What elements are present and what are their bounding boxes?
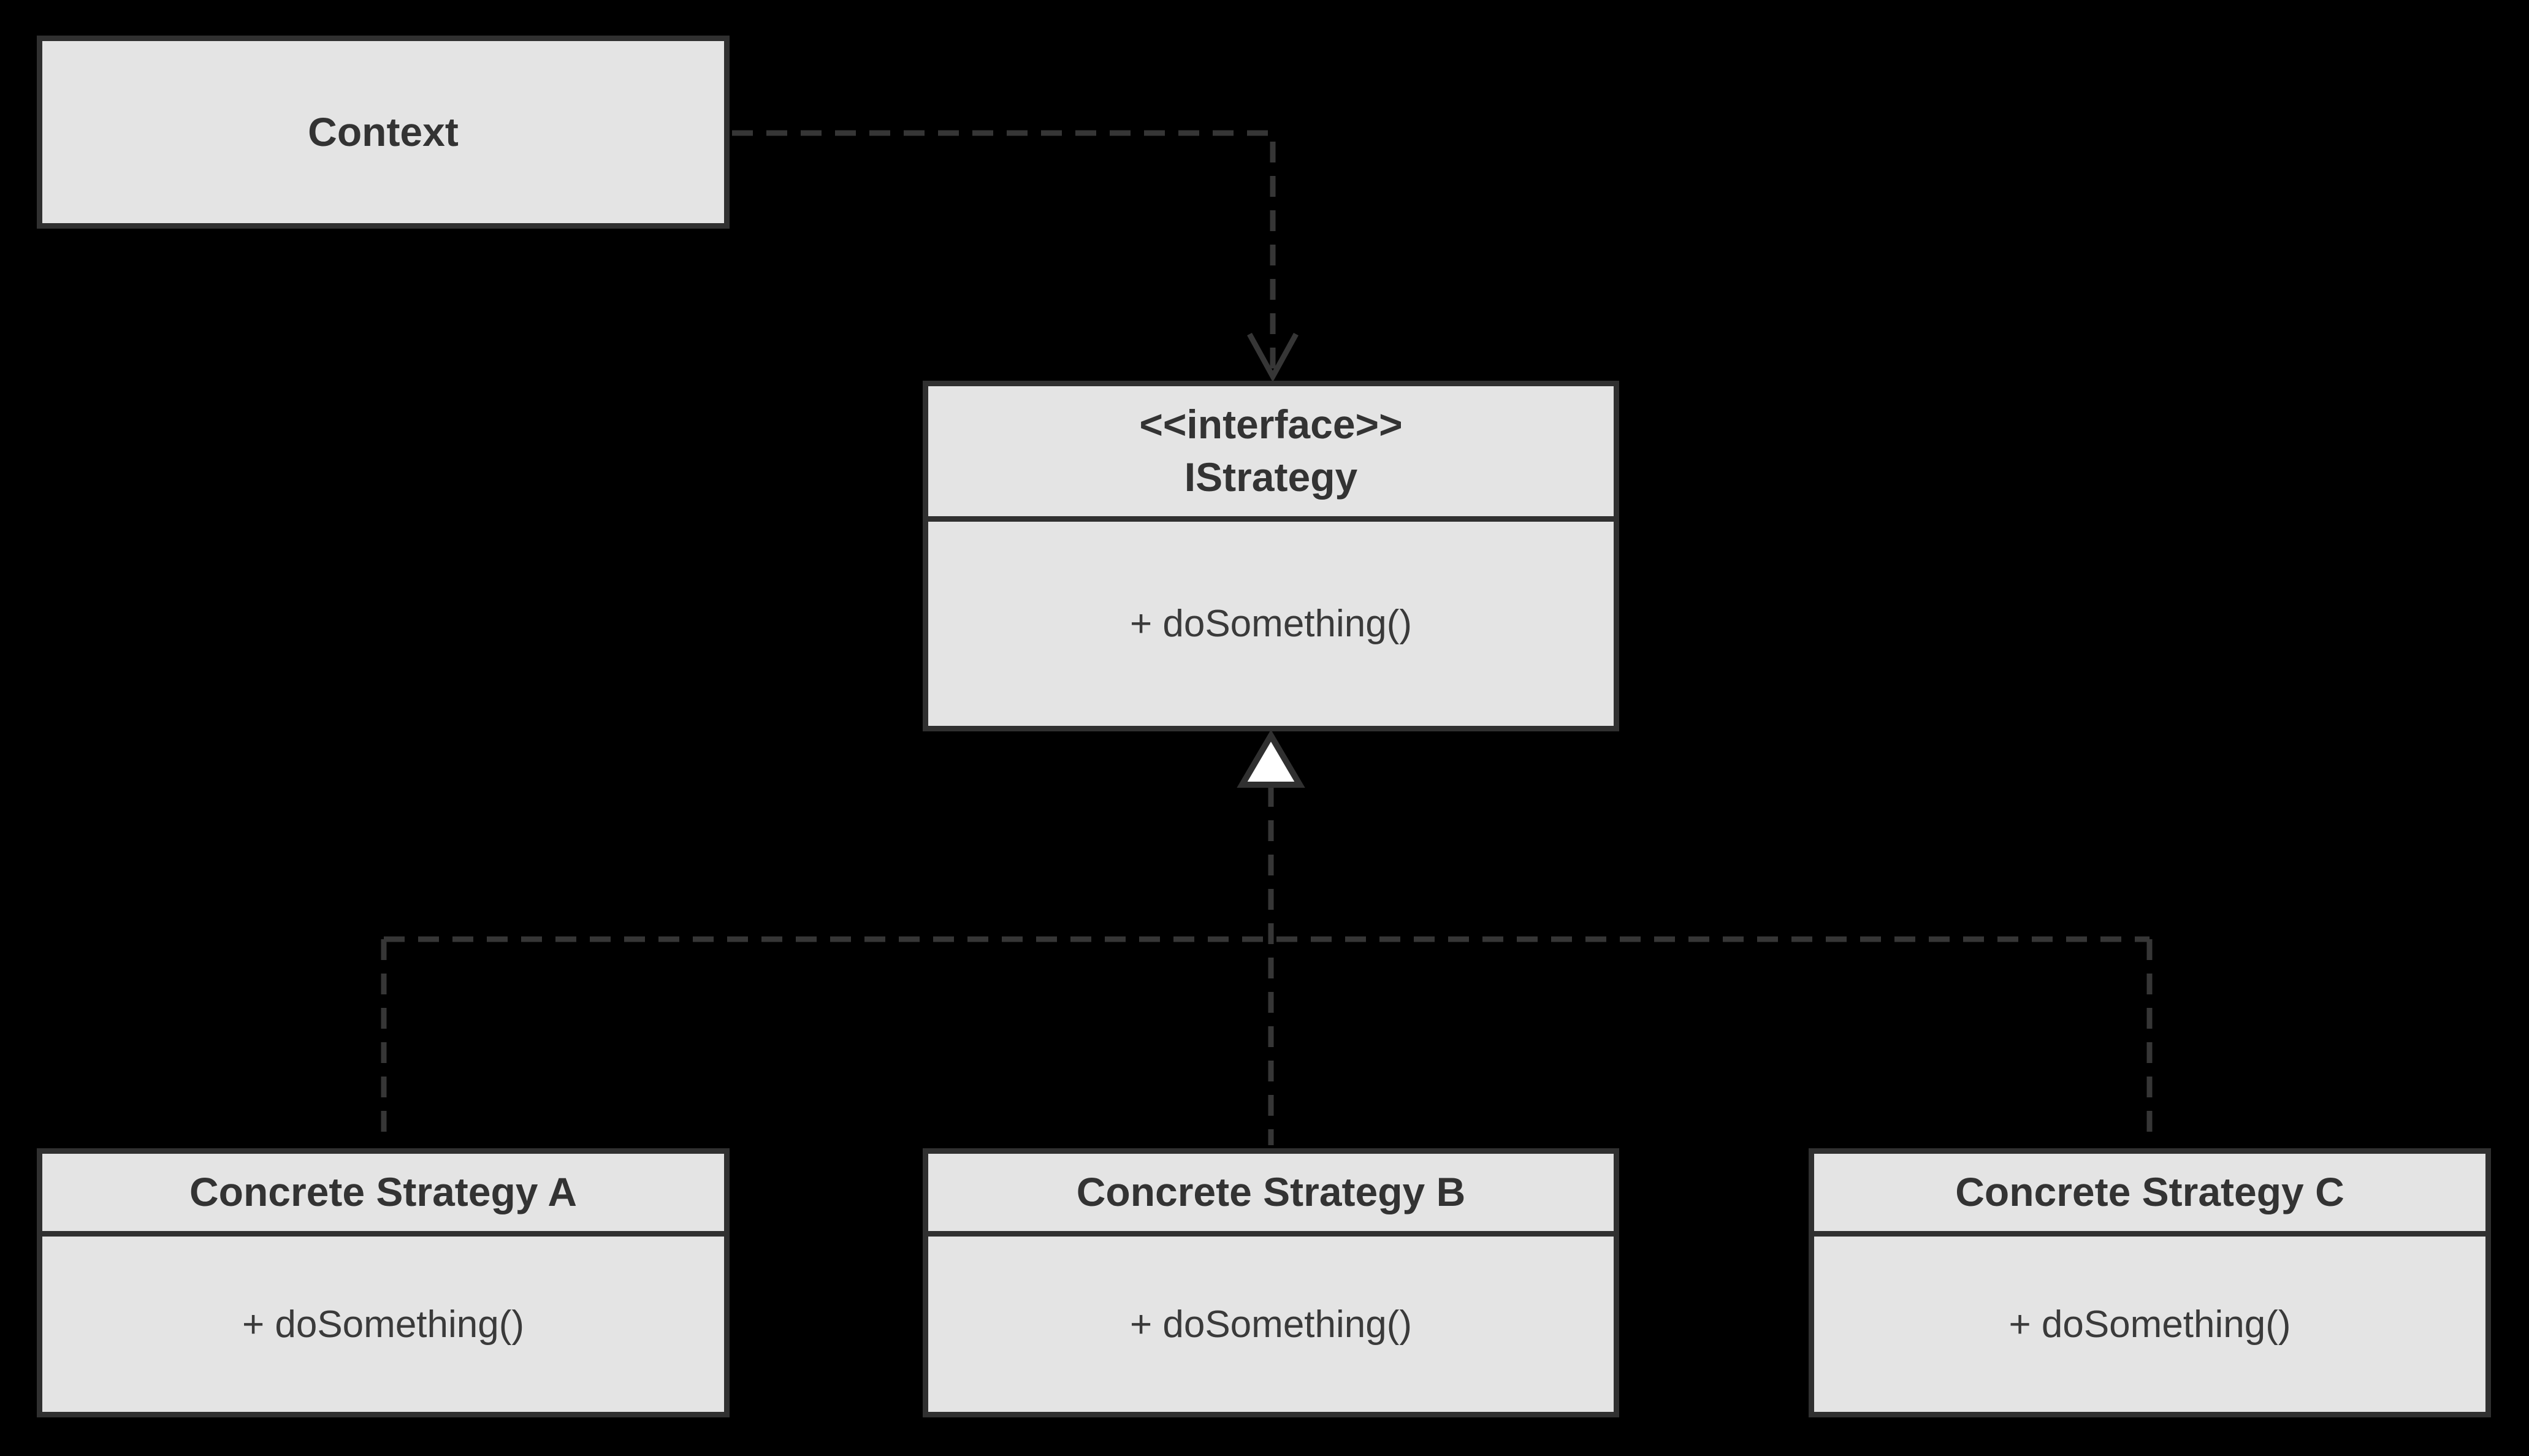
concrete-strategy-c-name: Concrete Strategy C bbox=[1955, 1169, 2344, 1215]
istrategy-compartment-divider bbox=[928, 516, 1614, 522]
concrete-strategy-a-method: + doSomething() bbox=[242, 1303, 525, 1346]
concrete-strategy-a-methods-compartment: + doSomething() bbox=[42, 1237, 724, 1412]
concrete-strategy-b-divider bbox=[928, 1231, 1614, 1237]
concrete-strategy-c-box: Concrete Strategy C + doSomething() bbox=[1809, 1148, 2491, 1417]
istrategy-interface-title: <<interface>> IStrategy bbox=[928, 386, 1614, 516]
concrete-strategy-b-method: + doSomething() bbox=[1129, 1303, 1413, 1346]
concrete-strategy-b-box: Concrete Strategy B + doSomething() bbox=[923, 1148, 1619, 1417]
istrategy-stereotype: <<interface>> bbox=[1139, 402, 1403, 448]
context-class-title: Context bbox=[42, 41, 724, 223]
context-class-box: Context bbox=[37, 36, 730, 229]
istrategy-methods-compartment: + doSomething() bbox=[928, 522, 1614, 726]
concrete-strategy-c-method: + doSomething() bbox=[2008, 1303, 2291, 1346]
dependency-line-context-to-istrategy bbox=[732, 130, 1276, 374]
istrategy-method: + doSomething() bbox=[1129, 603, 1413, 645]
hollow-triangle-arrowhead-icon bbox=[1237, 730, 1305, 788]
concrete-strategy-a-box: Concrete Strategy A + doSomething() bbox=[37, 1148, 730, 1417]
concrete-strategy-c-divider bbox=[1814, 1231, 2485, 1237]
concrete-strategy-a-name: Concrete Strategy A bbox=[189, 1169, 578, 1215]
concrete-strategy-b-methods-compartment: + doSomething() bbox=[928, 1237, 1614, 1412]
istrategy-interface-box: <<interface>> IStrategy + doSomething() bbox=[923, 381, 1619, 731]
concrete-strategy-c-methods-compartment: + doSomething() bbox=[1814, 1237, 2485, 1412]
concrete-strategy-a-divider bbox=[42, 1231, 724, 1237]
istrategy-name: IStrategy bbox=[1184, 454, 1358, 500]
concrete-strategy-b-name: Concrete Strategy B bbox=[1076, 1169, 1466, 1215]
concrete-strategy-a-title: Concrete Strategy A bbox=[42, 1154, 724, 1231]
concrete-strategy-c-title: Concrete Strategy C bbox=[1814, 1154, 2485, 1231]
concrete-strategy-b-title: Concrete Strategy B bbox=[928, 1154, 1614, 1231]
open-arrowhead-icon bbox=[1247, 332, 1299, 383]
context-class-name: Context bbox=[308, 109, 459, 154]
